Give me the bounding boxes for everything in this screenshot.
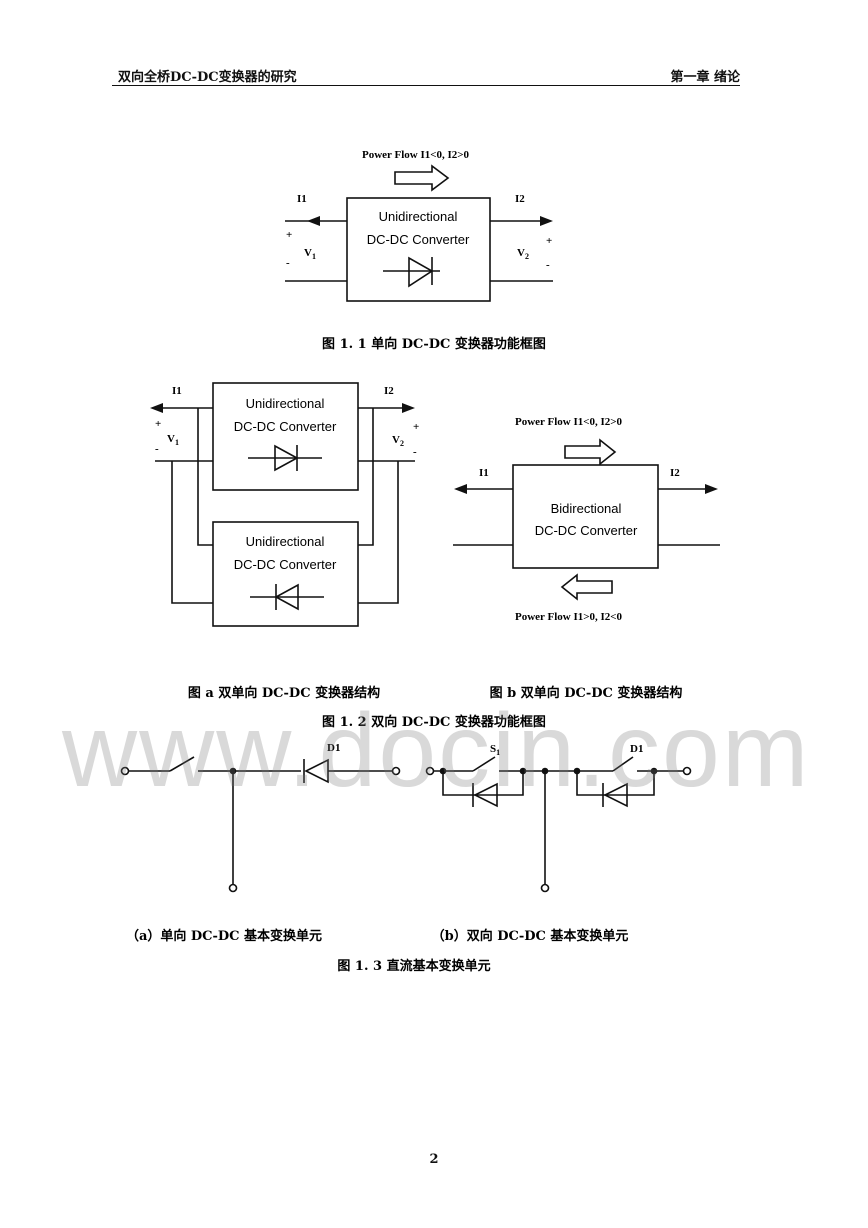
minus-sign: - xyxy=(286,257,290,269)
plus-sign: + xyxy=(286,229,292,241)
switch-label-s1: S1 xyxy=(490,743,500,757)
diode-icon xyxy=(248,444,322,472)
figure-1-3b-caption: （b）双向 DC-DC 基本变换单元 xyxy=(432,928,629,944)
voltage-label-v1: V1 xyxy=(304,247,316,261)
figure-1-1-caption: 图 1. 1 单向 DC-DC 变换器功能框图 xyxy=(322,336,546,352)
box-title-line2: DC-DC Converter xyxy=(234,419,337,434)
diode-icon xyxy=(383,256,440,288)
current-label-i1: I1 xyxy=(172,385,182,397)
minus-sign: - xyxy=(155,443,159,455)
figure-1-3b xyxy=(425,756,692,893)
switch-icon xyxy=(612,756,634,772)
plus-sign: + xyxy=(155,418,161,430)
box-title-line1: Unidirectional xyxy=(246,396,325,411)
unidirectional-converter-box-top xyxy=(212,382,359,491)
current-label-i1: I1 xyxy=(297,193,307,205)
current-label-i2: I2 xyxy=(515,193,525,205)
running-header-chapter: 第一章 绪论 xyxy=(670,70,740,85)
plus-sign: + xyxy=(546,235,552,247)
current-label-i1: I1 xyxy=(479,467,489,479)
power-flow-label-bottom: Power Flow I1>0, I2<0 xyxy=(515,611,623,623)
current-arrow-left-icon xyxy=(307,216,320,226)
unidirectional-converter-box xyxy=(346,197,491,302)
power-flow-label-top: Power Flow I1<0, I2>0 xyxy=(515,416,623,428)
current-arrow-right-icon xyxy=(540,216,553,226)
figure-1-3-caption: 图 1. 3 直流基本变换单元 xyxy=(337,958,490,974)
power-flow-label: Power Flow I1<0, I2>0 xyxy=(362,149,470,161)
figure-1-3a-caption: （a）单向 DC-DC 基本变换单元 xyxy=(126,928,322,944)
diode-label-d1: D1 xyxy=(630,743,643,755)
box-title-line1: Bidirectional xyxy=(551,501,622,516)
figure-1-2b-caption: 图 b 双单向 DC-DC 变换器结构 xyxy=(490,685,683,701)
diode-icon xyxy=(602,782,628,808)
minus-sign: - xyxy=(413,446,417,458)
current-arrow-left-icon xyxy=(150,403,163,413)
current-arrow-right-icon xyxy=(402,403,415,413)
voltage-label-v1: V1 xyxy=(167,433,179,447)
box-title-line1: Unidirectional xyxy=(379,209,458,224)
header-rule xyxy=(112,85,740,86)
minus-sign: - xyxy=(546,259,550,271)
current-label-i2: I2 xyxy=(670,467,680,479)
figure-1-1 xyxy=(285,164,553,302)
power-flow-arrow-right xyxy=(564,438,617,466)
figure-1-2b xyxy=(453,438,720,601)
power-flow-arrow-right xyxy=(394,164,450,192)
box-title-line1: Unidirectional xyxy=(246,534,325,549)
current-arrow-left-icon xyxy=(454,484,467,494)
diode-icon xyxy=(472,782,498,808)
running-header-title: 双向全桥DC-DC变换器的研究 xyxy=(118,70,297,85)
figure-1-2a xyxy=(155,382,415,627)
unidirectional-converter-box-bottom xyxy=(212,521,359,627)
diode-label-d1: D1 xyxy=(327,742,340,754)
voltage-label-v2: V2 xyxy=(517,247,529,261)
page-number: 2 xyxy=(429,1152,439,1167)
figure-1-2a-caption: 图 a 双单向 DC-DC 变换器结构 xyxy=(188,685,380,701)
switch-icon xyxy=(169,756,195,772)
figure-1-3a xyxy=(120,756,401,893)
voltage-label-v2: V2 xyxy=(392,434,404,448)
box-title-line2: DC-DC Converter xyxy=(535,523,638,538)
current-arrow-right-icon xyxy=(705,484,718,494)
watermark: www.docin.com xyxy=(62,693,811,809)
current-label-i2: I2 xyxy=(384,385,394,397)
switch-icon xyxy=(472,756,496,772)
bidirectional-converter-box xyxy=(512,464,659,569)
box-title-line2: DC-DC Converter xyxy=(367,232,470,247)
figure-1-2-caption: 图 1. 2 双向 DC-DC 变换器功能框图 xyxy=(322,714,546,730)
plus-sign: + xyxy=(413,421,419,433)
box-title-line2: DC-DC Converter xyxy=(234,557,337,572)
power-flow-arrow-left xyxy=(560,573,613,601)
diode-icon xyxy=(250,583,324,611)
